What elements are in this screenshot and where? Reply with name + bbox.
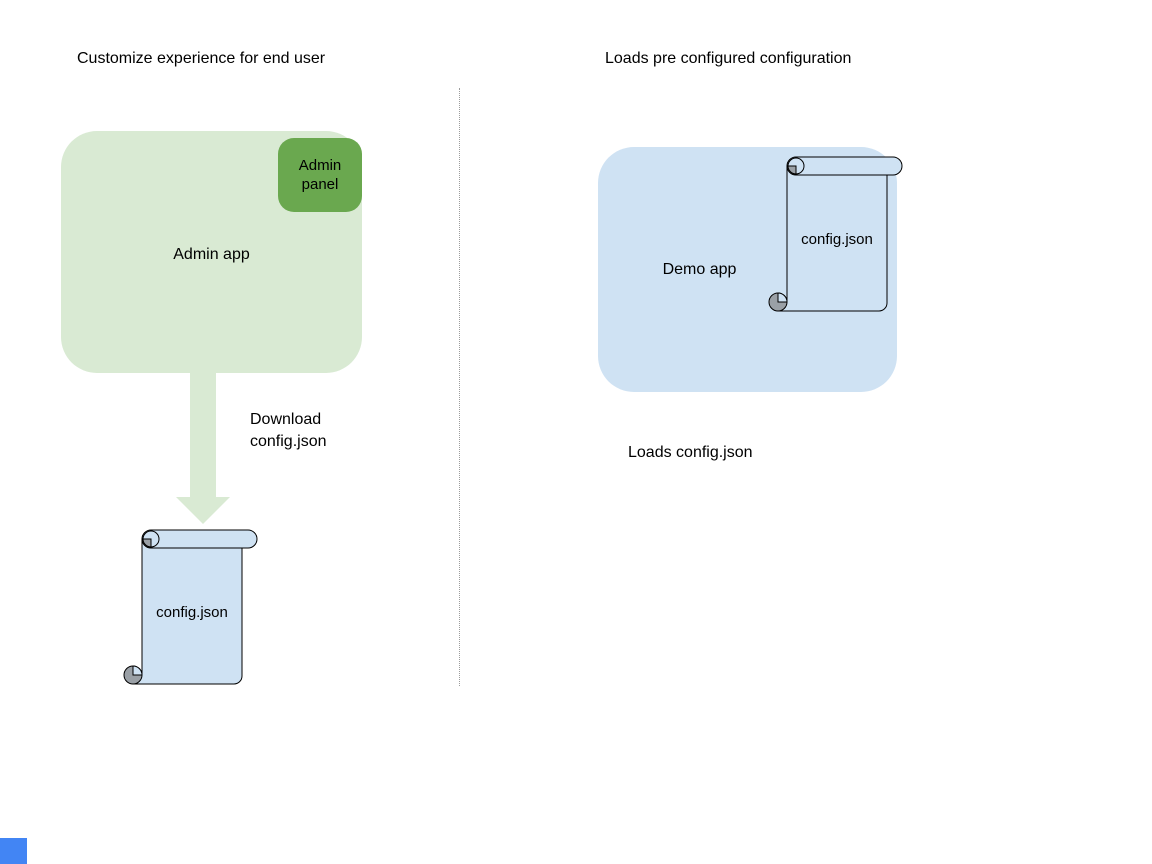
download-arrow-label: Download config.json <box>250 411 327 450</box>
right-section-title: Loads pre configured configuration <box>605 50 852 67</box>
config-file-label: config.json <box>801 231 873 248</box>
scroll-shape-icon <box>123 529 258 685</box>
left-section-title: Customize experience for end user <box>77 50 326 67</box>
config-file-scroll-right: config.json <box>762 150 910 318</box>
corner-blue-square <box>0 838 27 864</box>
admin-panel-box: Admin panel <box>278 138 362 212</box>
admin-panel-label: Admin panel <box>298 157 342 193</box>
demo-app-label: Demo app <box>662 261 737 278</box>
config-file-label: config.json <box>156 604 228 621</box>
admin-app-label: Admin app <box>173 246 250 263</box>
scroll-shape-icon <box>768 156 903 312</box>
config-file-scroll-left: config.json <box>117 523 265 691</box>
download-arrow-icon <box>176 373 230 524</box>
section-divider <box>459 88 460 686</box>
loads-config-caption: Loads config.json <box>628 444 753 461</box>
